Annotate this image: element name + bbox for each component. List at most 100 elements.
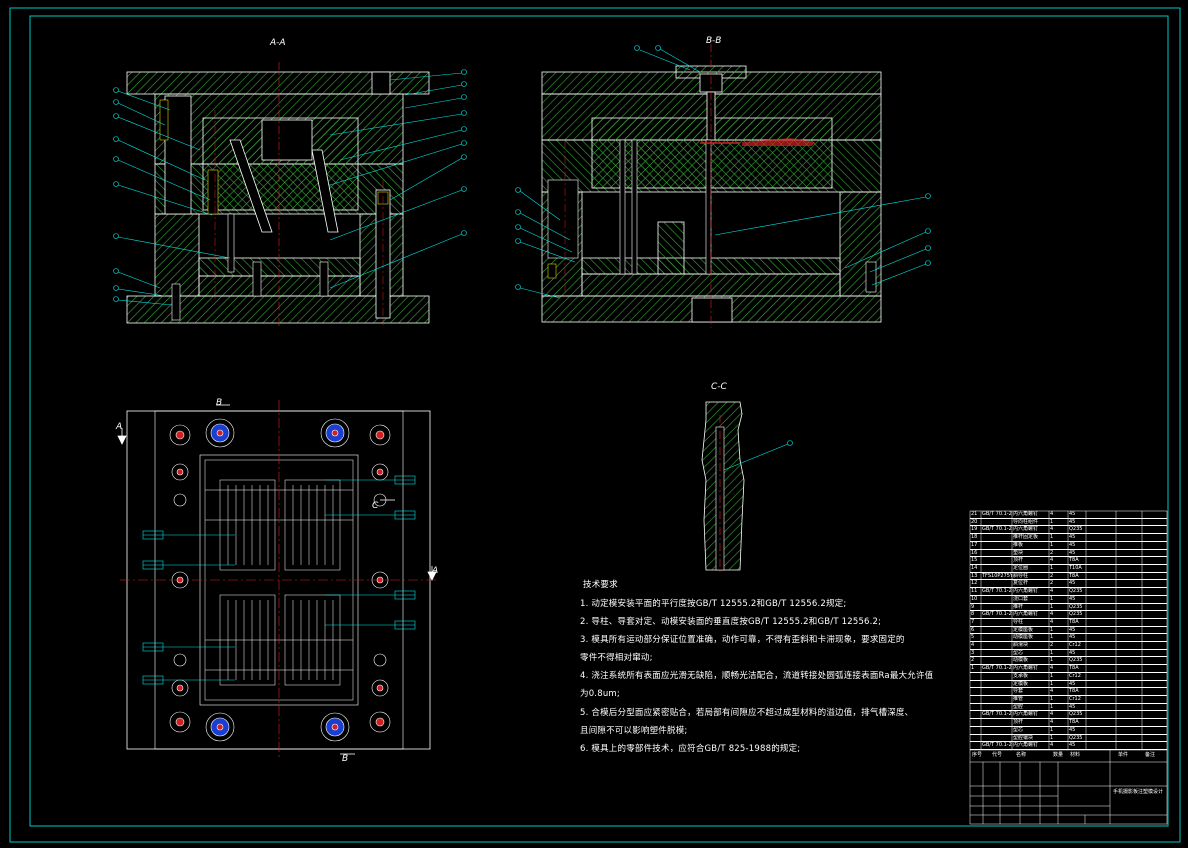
section-marker-b-bottom: B — [342, 754, 349, 764]
bom-cell: 45 — [1069, 703, 1076, 710]
bom-cell: 斜导柱 — [1013, 572, 1029, 579]
bom-cell: 1 — [1050, 649, 1054, 656]
bom-cell: Q235 — [1069, 603, 1083, 610]
bom-cell: 45 — [1069, 580, 1076, 587]
bom-cell: 4 — [1050, 742, 1054, 749]
bom-cell: Cr12 — [1069, 642, 1081, 649]
bom-cell: 内六角螺钉 — [1013, 742, 1039, 749]
bom-cell: 1 — [1050, 603, 1054, 610]
bom-cell: 4 — [1050, 719, 1054, 726]
bom-cell: 复位杆 — [1013, 580, 1029, 587]
bom-cell: 1 — [1050, 626, 1054, 633]
note-line: 为0.8um; — [580, 689, 620, 699]
bom-cell: 定模板 — [1013, 680, 1029, 687]
bom-header-unit: 单件 — [1118, 752, 1129, 758]
inner-frame — [29, 15, 1169, 827]
bom-cell: 型腔 — [1013, 703, 1024, 710]
bom-cell: 45 — [1069, 649, 1076, 656]
bom-row: 8GB/T 70.1-2000内六角螺钉4Q235 — [970, 611, 1167, 619]
bom-cell: 9 — [971, 603, 975, 610]
bom-cell: Cr12 — [1069, 696, 1081, 703]
bom-row: 1GB/T 70.1-2000内六角螺钉4T8A — [970, 665, 1167, 673]
bom-cell: 1 — [1050, 703, 1054, 710]
bom-cell: Cr12 — [1069, 672, 1081, 679]
bom-cell: 1 — [1050, 696, 1054, 703]
bom-cell: 型芯 — [1013, 649, 1024, 656]
bom-header-code: 代号 — [992, 752, 1003, 758]
section-aa-view — [113, 62, 467, 328]
bom-row: 13TFS10P275Y126斜导柱2T8A — [970, 573, 1167, 581]
bom-header-qty: 数量 — [1053, 752, 1064, 758]
bom-row: GB/T 70.1-2000内六角螺钉445 — [970, 742, 1167, 750]
bom-cell: 2 — [1050, 580, 1054, 587]
bom-cell: 15 — [971, 557, 978, 564]
bom-cell: Q235 — [1069, 711, 1083, 718]
bom-cell: Q235 — [1069, 734, 1083, 741]
bom-cell: 4 — [971, 642, 975, 649]
bom-cell: 1 — [971, 665, 975, 672]
bom-cell: GB/T 70.1-2000 — [982, 526, 1012, 533]
bom-cell: 4 — [1050, 511, 1054, 517]
section-marker-b-top: B — [216, 398, 223, 408]
note-line: 1. 动定模安装平面的平行度按GB/T 12555.2和GB/T 12556.2… — [580, 599, 847, 609]
bom-cell: 45 — [1069, 626, 1076, 633]
bom-cell: 14 — [971, 564, 978, 571]
bom-cell: 18 — [971, 534, 978, 541]
bom-cell: 内六角螺钉 — [1013, 611, 1039, 618]
bom-cell: 推板 — [1013, 541, 1024, 548]
bom-cell: 1 — [1050, 518, 1054, 525]
section-marker-a-left: A — [116, 422, 123, 432]
bom-cell: 2 — [1050, 549, 1054, 556]
bom-cell: 45 — [1069, 680, 1076, 687]
bom-header-material: 材料 — [1070, 752, 1081, 758]
section-cc-view — [701, 401, 793, 575]
bom-cell: T8A — [1069, 557, 1079, 564]
bom-cell: 内六角螺钉 — [1013, 665, 1039, 672]
note-line: 且间隙不可以影响塑件脱模; — [580, 726, 688, 736]
bom-cell: 8 — [971, 611, 975, 618]
bom-cell: GB/T 70.1-2000 — [982, 588, 1012, 595]
bom-cell: 4 — [1050, 526, 1054, 533]
title-block-name: 手机摄影板注塑模设计 — [1113, 789, 1164, 795]
section-aa-label: A-A — [270, 38, 286, 48]
bom-cell: 斜滑块 — [1013, 642, 1029, 649]
bom-cell: 定位圈 — [1013, 564, 1029, 571]
bom-cell: 内六角螺钉 — [1013, 711, 1039, 718]
bom-cell: 16 — [971, 549, 978, 556]
bom-row: 型腔 1 45 — [970, 704, 1167, 712]
bom-cell: 13 — [971, 572, 978, 579]
bom-cell: 2 — [1050, 572, 1054, 579]
bom-cell: 4 — [1050, 688, 1054, 695]
bom-cell: 垫块 — [1013, 549, 1024, 556]
bom-cell: 支承板 — [1013, 672, 1029, 679]
bom-cell: 型腔镶块 — [1013, 734, 1034, 741]
bom-row: 16 垫块 2 45 — [970, 550, 1167, 558]
bom-cell: 1 — [1050, 726, 1054, 733]
bom-cell: 45 — [1069, 634, 1076, 641]
bom-cell: 4 — [1050, 588, 1054, 595]
bom-cell: 2 — [971, 657, 975, 664]
section-cc-label: C-C — [711, 382, 727, 392]
bom-cell: T8A — [1069, 719, 1079, 726]
bom-cell: 45 — [1069, 549, 1076, 556]
bom-cell: Q235 — [1069, 526, 1083, 533]
bom-cell: 3 — [971, 649, 975, 656]
bom-cell: GB/T 70.1-2000 — [982, 511, 1012, 517]
bom-cell: 45 — [1069, 511, 1076, 517]
bom-cell: 推杆固定板 — [1013, 534, 1039, 541]
section-marker-a-right: A — [432, 566, 439, 576]
section-bb-view — [515, 44, 931, 328]
bom-header-row: 序号 代号 名称 数量 材料 单件 备注 — [970, 751, 1167, 761]
